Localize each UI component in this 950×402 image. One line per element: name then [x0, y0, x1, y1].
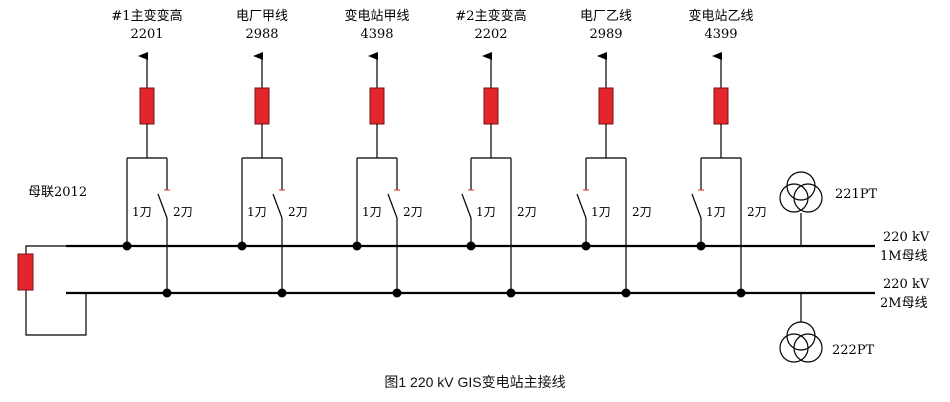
pt-1-coil-right [793, 183, 823, 213]
circuit-breaker [139, 87, 155, 125]
switch-2-label: 2刀 [747, 205, 767, 219]
bus-2-junction [736, 288, 746, 298]
switch-2-open-blade [272, 193, 283, 219]
circuit-breaker [369, 87, 385, 125]
bus-coupler: 母联2012 [17, 185, 87, 336]
figure-caption: 图1 220 kV GIS变电站主接线 [384, 374, 565, 390]
switch-2-label: 2刀 [403, 205, 423, 219]
feeder-name: #1主变变高 [111, 8, 182, 24]
feeder-number: 4398 [360, 27, 393, 42]
pt-2-label: 222PT [832, 343, 875, 358]
feeder-number: 2201 [130, 27, 163, 42]
feeder-name: 变电站甲线 [344, 8, 409, 24]
bus-2-junction [277, 288, 287, 298]
bus-2-junction [506, 288, 516, 298]
switch-1-label: 1刀 [247, 205, 267, 219]
circuit-breaker [483, 87, 499, 125]
feeder-bay: 电厂乙线 2989 1刀 2刀 [576, 9, 652, 298]
feeder-name: 电厂甲线 [236, 9, 288, 24]
switch-2-label: 2刀 [632, 205, 652, 219]
bus-1-junction [352, 241, 362, 251]
switch-2-open-blade [157, 193, 168, 219]
pt-2-coil-left [779, 333, 809, 363]
switch-2-label: 2刀 [288, 205, 308, 219]
bus-1m-name: 1M母线 [880, 249, 928, 264]
circuit-breaker [598, 87, 614, 125]
switch-2-label: 2刀 [173, 205, 193, 219]
switch-1-label: 1刀 [706, 205, 726, 219]
feeder-bay: 变电站乙线 4399 1刀 2刀 [688, 8, 767, 298]
bus-1-junction [581, 241, 591, 251]
bus-2-junction [392, 288, 402, 298]
pt-1: 221PT [779, 171, 878, 246]
feeder-number: 4399 [704, 27, 737, 42]
feeder-name: 电厂乙线 [580, 9, 632, 24]
bus-2-junction [621, 288, 631, 298]
pt-1-coil-left [779, 183, 809, 213]
bus-coupler-breaker [17, 253, 34, 291]
feeder-number: 2988 [245, 27, 278, 42]
switch-2-open-blade [387, 193, 398, 219]
switch-1-label: 1刀 [591, 205, 611, 219]
switch-1-label: 1刀 [476, 205, 496, 219]
circuit-breaker [254, 87, 270, 125]
feeder-name: #2主变变高 [455, 8, 526, 24]
bus-1-junction [696, 241, 706, 251]
switch-1-label: 1刀 [132, 205, 152, 219]
pt-2-coil-right [793, 333, 823, 363]
feeder-bay: 变电站甲线 4398 1刀 2刀 [344, 8, 423, 298]
switch-1-open-blade [576, 193, 587, 219]
feeder-bay: #1主变变高 2201 1刀 2刀 [111, 8, 193, 298]
bus-2m-voltage: 220 kV [883, 277, 930, 292]
bus-coupler-label: 母联2012 [28, 185, 87, 200]
pt-1-label: 221PT [835, 187, 878, 202]
bus-1m-voltage: 220 kV [883, 230, 930, 245]
switch-2-label: 2刀 [517, 205, 537, 219]
bus-2-junction [162, 288, 172, 298]
circuit-breaker [713, 87, 729, 125]
bus-1-junction [237, 241, 247, 251]
feeder-name: 变电站乙线 [688, 8, 753, 24]
switch-1-open-blade [691, 193, 702, 219]
bus-1-junction [122, 241, 132, 251]
feeder-bay: 电厂甲线 2988 1刀 2刀 [236, 9, 308, 298]
switch-1-open-blade [461, 193, 472, 219]
feeder-number: 2202 [474, 27, 507, 42]
bus-1-junction [466, 241, 476, 251]
feeder-bay: #2主变变高 2202 1刀 2刀 [455, 8, 537, 298]
pt-2: 222PT [779, 293, 875, 363]
switch-1-label: 1刀 [362, 205, 382, 219]
bus-2m-name: 2M母线 [880, 296, 928, 311]
bus-coupler-loop [25, 245, 87, 336]
feeder-number: 2989 [589, 27, 622, 42]
